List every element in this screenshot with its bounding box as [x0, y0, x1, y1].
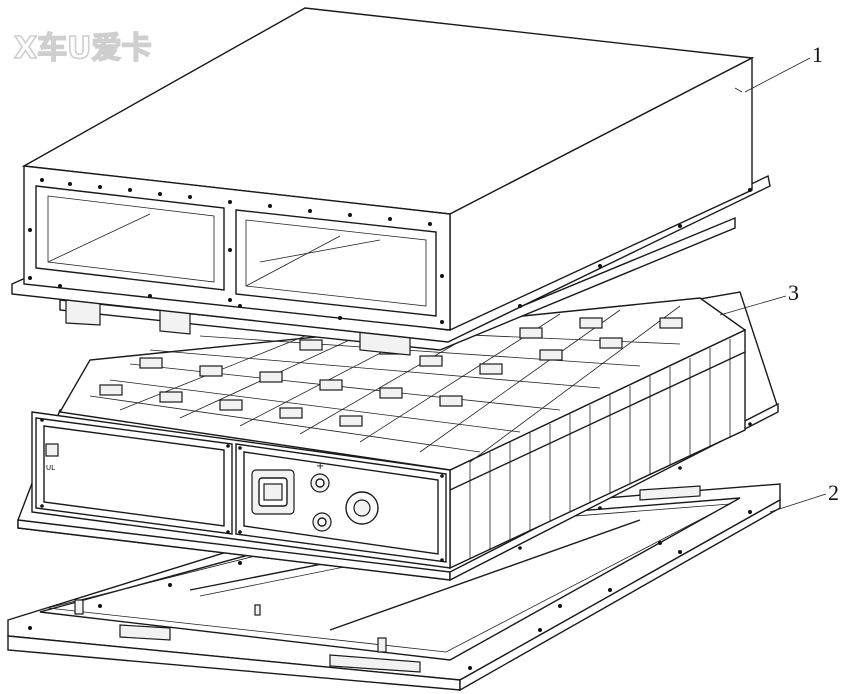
- callout-2: 2: [769, 480, 839, 513]
- callout-3: 3: [719, 280, 799, 316]
- negative-terminal: [312, 512, 332, 532]
- cell-terminals: [99, 317, 683, 427]
- side-ribs: [469, 339, 731, 559]
- tray-bolt-holes: [28, 510, 752, 670]
- plus-mark: +: [316, 461, 324, 472]
- watermark-logo: X车U爱卡: [14, 31, 152, 66]
- front-bolts: [40, 418, 444, 562]
- callout-1-label: 1: [812, 42, 823, 67]
- plate-mark: UL: [46, 464, 55, 472]
- cover-bolt-holes: [28, 178, 752, 324]
- bottom-tray: [7, 483, 781, 692]
- callout-3-label: 3: [788, 280, 799, 305]
- callout-1: 1: [744, 42, 823, 93]
- battery-module: + UL: [17, 291, 779, 582]
- hv-connector: [251, 469, 295, 515]
- service-plug: [345, 491, 379, 525]
- top-cover: [11, 7, 771, 343]
- positive-terminal: +: [310, 461, 330, 493]
- callout-2-label: 2: [828, 480, 839, 505]
